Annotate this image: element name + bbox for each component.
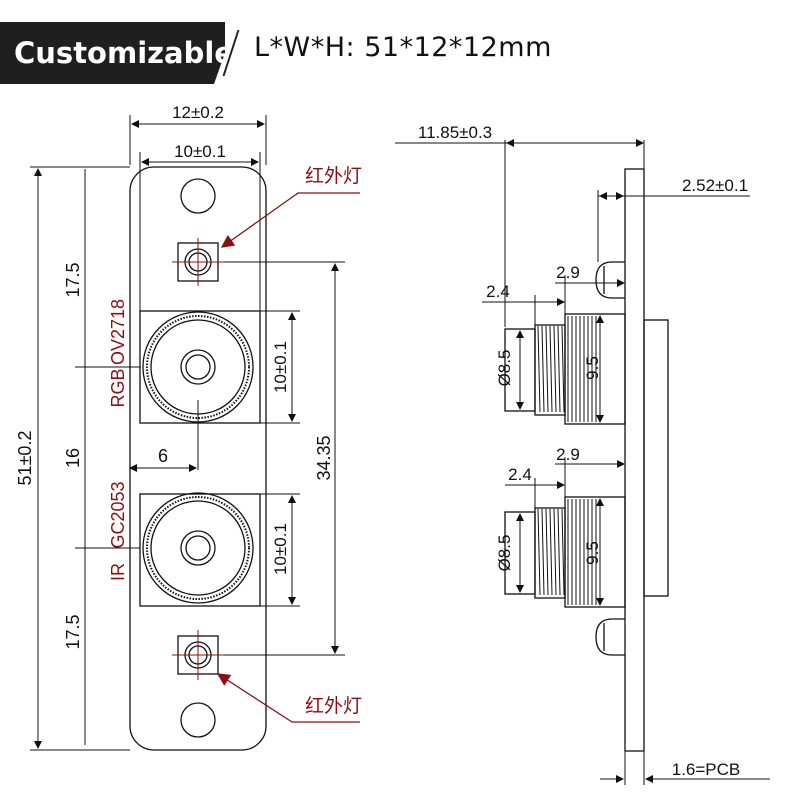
dim-depth-total: 11.85±0.3 xyxy=(418,123,492,142)
dim-height-total: 51±0.2 xyxy=(15,431,35,486)
thread-line xyxy=(541,508,545,596)
thread-line xyxy=(537,325,541,413)
thread-line xyxy=(553,325,557,413)
mount-hole-top xyxy=(180,178,216,214)
thread-line xyxy=(549,325,553,413)
dim-lens2-nut: 2.9 xyxy=(556,445,580,464)
thread-line xyxy=(545,325,549,413)
side-view xyxy=(504,168,669,752)
ir-led-label-bottom: 红外灯 xyxy=(305,695,362,717)
thread-line xyxy=(541,325,545,413)
dim-pcb: 1.6=PCB xyxy=(672,760,741,779)
thread-line xyxy=(549,508,553,596)
dim-lens2-inner: 9.5 xyxy=(583,541,602,565)
led-dome-top xyxy=(595,261,625,299)
dim-lens1-nut: 2.9 xyxy=(556,263,580,282)
ir-led-label-top: 红外灯 xyxy=(305,165,362,187)
thread-line xyxy=(561,325,565,413)
camera-ir-lens xyxy=(142,492,254,604)
overall-dimensions: L*W*H: 51*12*12mm xyxy=(254,32,552,63)
thread-line xyxy=(553,508,557,596)
dim-lens1-thread: 2.4 xyxy=(486,282,510,301)
dim-cam2-height: 10±0.1 xyxy=(271,523,290,575)
side-dimension-lines xyxy=(395,139,770,785)
label-ov2718: OV2718 xyxy=(108,299,128,365)
thread-line xyxy=(537,508,541,596)
camera-rgb-module xyxy=(139,310,261,424)
dim-offset: 6 xyxy=(158,446,168,466)
camera-ir-module xyxy=(139,493,261,607)
dim-center-span: 34.35 xyxy=(314,435,334,480)
label-ir: IR xyxy=(108,563,128,581)
dim-seg-bottom: 17.5 xyxy=(63,614,83,649)
dim-led-depth: 2.52±0.1 xyxy=(682,176,748,195)
dim-lens2-thread: 2.4 xyxy=(508,465,532,484)
thread-line xyxy=(561,508,565,596)
dim-width-inner: 10±0.1 xyxy=(174,142,226,161)
front-dimension-lines xyxy=(30,115,345,751)
pcb-board xyxy=(624,168,645,752)
dim-lens1-outer: Ø8.5 xyxy=(495,350,514,387)
side-lens-1 xyxy=(504,313,626,425)
label-rgb: RGB xyxy=(108,368,128,407)
thread-line xyxy=(557,508,561,596)
side-lens-2 xyxy=(504,496,626,608)
customizable-badge: Customizable xyxy=(0,22,234,84)
dim-width-total: 12±0.2 xyxy=(172,103,224,122)
center-lines xyxy=(172,238,224,680)
side-threads xyxy=(537,316,597,605)
thread-line xyxy=(545,508,549,596)
front-plate xyxy=(129,166,267,751)
leader-arrows xyxy=(216,192,360,723)
dim-cam1-height: 10±0.1 xyxy=(271,341,290,393)
rear-component xyxy=(643,319,669,597)
dim-lens2-outer: Ø8.5 xyxy=(495,535,514,572)
dim-seg-top: 17.5 xyxy=(63,262,83,297)
dim-lens1-inner: 9.5 xyxy=(583,356,602,380)
dim-seg-mid: 16 xyxy=(63,448,83,468)
thread-line xyxy=(557,325,561,413)
badge-corner xyxy=(214,22,236,84)
label-gc2053: GC2053 xyxy=(108,481,128,548)
led-dome-bottom xyxy=(595,618,625,656)
mount-hole-bottom xyxy=(180,702,216,738)
